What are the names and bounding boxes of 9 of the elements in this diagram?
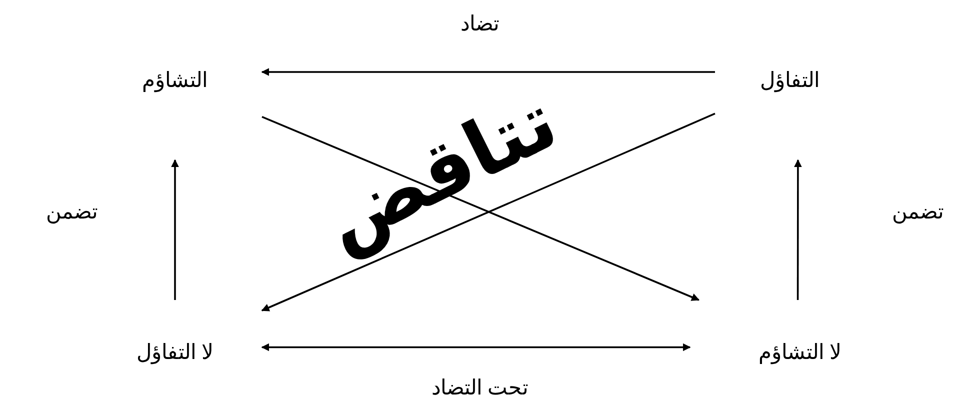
concept-label: التشاؤم [142, 68, 208, 92]
arrow [261, 68, 715, 76]
arrow [261, 343, 691, 352]
arrow [171, 159, 179, 300]
concept-label: لا التفاؤل [136, 340, 214, 365]
concept-label: لا التشاؤم [758, 340, 842, 365]
arrow [794, 159, 802, 300]
edge-label: تتاقض [312, 82, 568, 262]
concept-label: التفاؤل [760, 68, 820, 92]
